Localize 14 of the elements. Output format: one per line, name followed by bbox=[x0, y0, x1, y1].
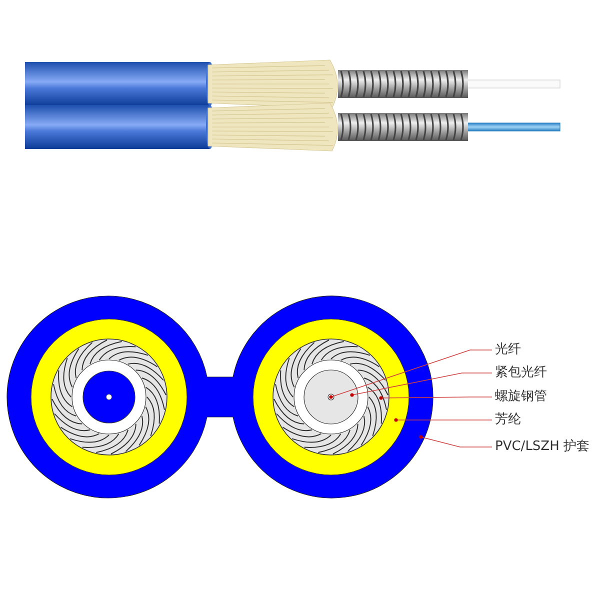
leader-line bbox=[379, 396, 492, 400]
tight-buffer-fiber bbox=[294, 360, 368, 434]
part-label: 螺旋钢管 bbox=[495, 389, 547, 405]
spiral-steel-tube bbox=[272, 338, 390, 456]
part-label: PVC/LSZH 护套 bbox=[495, 439, 590, 455]
part-label: 光纤 bbox=[495, 342, 521, 358]
fiber-core bbox=[328, 394, 334, 400]
leader-line bbox=[419, 435, 492, 448]
leader-line bbox=[394, 418, 492, 422]
part-label: 紧包光纤 bbox=[495, 365, 547, 381]
leader-line bbox=[350, 372, 492, 397]
leader-line bbox=[329, 350, 492, 399]
aramid-ring bbox=[252, 318, 410, 476]
part-label: 芳纶 bbox=[495, 412, 521, 428]
